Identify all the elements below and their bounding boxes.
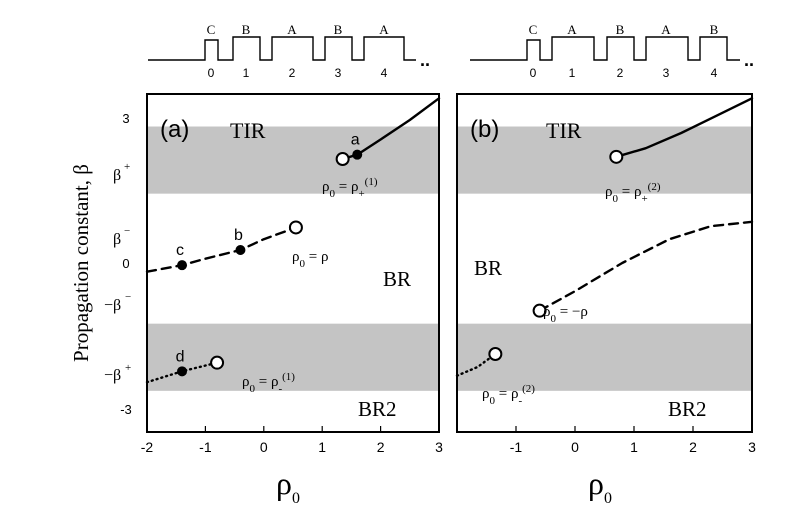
threshold-annotation: ρ0 = ρ-(1) (242, 371, 295, 395)
x-axis-title: ρ0 (276, 465, 300, 507)
x-tick-label: -1 (510, 439, 523, 455)
structure-letter: B (242, 22, 251, 37)
structure-diagram-a: C B A B A 0 1 2 3 4 .. (148, 22, 430, 80)
panel-label: (b) (470, 116, 499, 143)
series-solid-line (341, 97, 441, 161)
markers (488, 149, 624, 361)
x-ticks: -1 0 1 2 3 (510, 426, 756, 455)
structure-letter: A (661, 22, 671, 37)
structure-letter: A (379, 22, 389, 37)
threshold-annotation: ρ0 = ρ-(2) (482, 383, 535, 407)
series-dashed-line (145, 226, 298, 273)
y-ticks: 3 β + β − 0 −β − −β + -3 (104, 111, 132, 417)
structure-letter: C (207, 22, 216, 37)
axes-frame (456, 93, 753, 433)
x-ticks: -2 -1 0 1 2 3 (141, 426, 443, 455)
gap-band (457, 323, 752, 391)
series-dashed-line (538, 220, 754, 312)
region-label-br: BR (383, 267, 411, 291)
x-tick-label: 0 (260, 439, 268, 455)
region-label-tir: TIR (230, 118, 266, 143)
gap-band (457, 126, 752, 194)
panel-b: -1 0 1 2 3 (b) TIR BR BR2 ρ0 = ρ+(2) ρ0 = −ρ… (455, 93, 756, 455)
y-tick-label: -3 (120, 402, 132, 417)
structure-number: 1 (569, 66, 576, 80)
region-label-br2: BR2 (358, 397, 397, 421)
structure-number: 0 (530, 66, 537, 80)
y-tick-label: − (124, 225, 130, 237)
x-tick-label: 2 (689, 439, 697, 455)
series-solid-line (615, 97, 754, 158)
threshold-annotation: ρ0 = −ρ (543, 304, 588, 325)
x-tick-label: -2 (141, 439, 154, 455)
structure-letter: B (710, 22, 719, 37)
y-axis-title: Propagation constant, β (69, 164, 93, 362)
y-tick-label: + (125, 362, 131, 374)
x-axis-title: ρ0 (588, 465, 612, 507)
y-tick-label: 3 (122, 111, 129, 126)
marker-label: d (176, 348, 185, 365)
y-tick-label: β (113, 231, 121, 248)
markers: a b c d (176, 132, 363, 377)
filled-circle-marker (235, 245, 246, 255)
structure-letter: A (567, 22, 577, 37)
threshold-annotation: ρ0 = ρ+(1) (322, 176, 378, 200)
x-tick-label: 0 (571, 439, 579, 455)
threshold-annotation: ρ0 = ρ+(2) (605, 181, 661, 205)
filled-circle-marker (177, 260, 188, 271)
y-tick-label: −β (104, 367, 121, 384)
open-circle-marker (335, 152, 350, 166)
x-tick-label: 2 (377, 439, 385, 455)
open-circle-marker (210, 355, 225, 370)
open-circle-marker (532, 303, 547, 318)
x-tick-label: 3 (435, 439, 443, 455)
y-tick-label: β (113, 167, 121, 184)
filled-circle-marker (177, 366, 188, 377)
marker-label: c (176, 242, 184, 259)
open-circle-marker (288, 220, 303, 235)
structure-number: 4 (381, 66, 388, 80)
structure-ellipsis: .. (744, 50, 754, 70)
marker-label: a (351, 132, 360, 149)
gap-bands (457, 126, 752, 391)
structure-number: 2 (617, 66, 624, 80)
gap-bands (147, 126, 439, 391)
region-label-tir: TIR (546, 118, 582, 143)
x-tick-label: -1 (199, 439, 212, 455)
x-tick-label: 1 (630, 439, 638, 455)
threshold-annotation: ρ0 = ρ (292, 249, 328, 270)
region-label-br2: BR2 (668, 397, 707, 421)
structure-letter: B (616, 22, 625, 37)
structure-diagram-b: C A B A B 0 1 2 3 4 .. (470, 22, 754, 80)
gap-band (147, 323, 439, 391)
x-tick-label: 3 (748, 439, 756, 455)
structure-number: 3 (663, 66, 670, 80)
structure-letter: C (529, 22, 538, 37)
structure-letter: B (334, 22, 343, 37)
marker-label: b (234, 227, 243, 244)
gap-band (147, 126, 439, 194)
region-label-br: BR (474, 256, 502, 280)
structure-number: 3 (335, 66, 342, 80)
structure-number: 1 (243, 66, 250, 80)
filled-circle-marker (352, 149, 363, 160)
structure-number: 2 (289, 66, 296, 80)
structure-letter: A (287, 22, 297, 37)
y-tick-label: 0 (122, 256, 129, 271)
y-tick-label: + (124, 161, 130, 173)
y-tick-label: − (125, 291, 131, 303)
structure-number: 4 (711, 66, 718, 80)
open-circle-marker (488, 347, 503, 361)
series-dotted-line (455, 352, 497, 377)
curves (455, 97, 754, 377)
open-circle-marker (609, 149, 624, 164)
panel-label: (a) (160, 116, 189, 143)
structure-ellipsis: .. (420, 50, 430, 70)
y-tick-label: −β (104, 297, 121, 314)
axes-frame (146, 93, 440, 433)
structure-number: 0 (208, 66, 215, 80)
x-tick-label: 1 (318, 439, 326, 455)
